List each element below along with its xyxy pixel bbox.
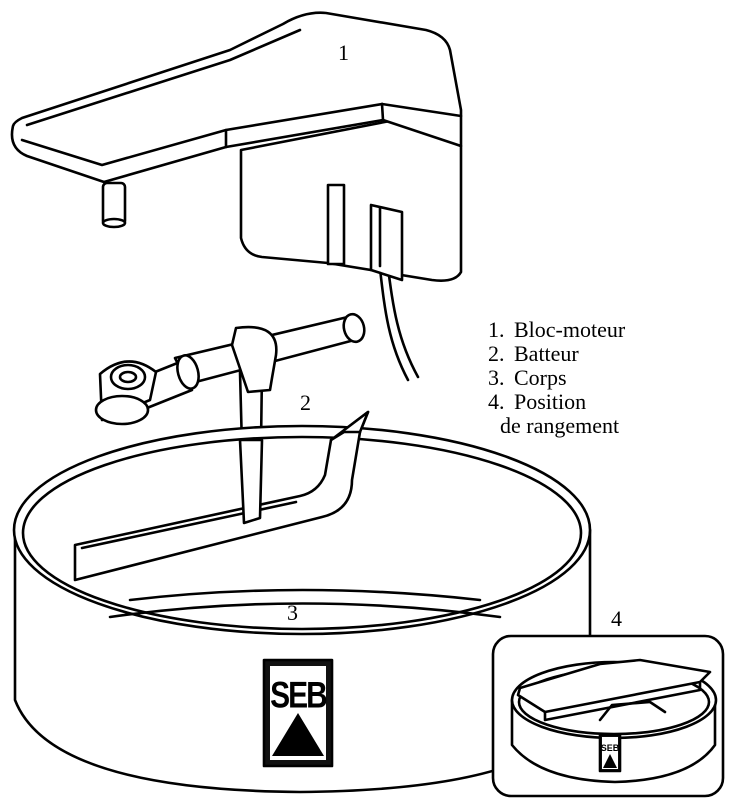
- inset-motor-arm: [516, 658, 712, 714]
- callout-2: 2: [300, 390, 311, 415]
- motor-housing: [239, 118, 463, 282]
- legend-label: Bloc-moteur: [514, 317, 626, 342]
- legend-number: 3.: [488, 365, 505, 390]
- inset-seb-logo-text: SEB: [601, 743, 620, 753]
- legend-item-3: 3. Corps: [488, 366, 625, 390]
- legend-label: Position: [514, 389, 587, 414]
- beater-collar: [230, 325, 278, 394]
- housing-slot-right: [369, 203, 404, 282]
- legend-item-4: 4. Position: [488, 390, 625, 414]
- parts-legend: 1. Bloc-moteur 2. Batteur 3. Corps 4. Po…: [488, 318, 625, 438]
- motor-block: [10, 11, 463, 382]
- storage-inset: [491, 634, 725, 798]
- bowl-rim: [12, 424, 592, 636]
- callout-4: 4: [611, 606, 622, 631]
- legend-label: Corps: [514, 365, 567, 390]
- seb-logo: [262, 658, 334, 768]
- legend-item-1: 1. Bloc-moteur: [488, 318, 625, 342]
- housing-slot-left: [326, 183, 346, 266]
- legend-item-2: 2. Batteur: [488, 342, 625, 366]
- motor-arm: [10, 11, 463, 184]
- legend-label: Batteur: [514, 341, 579, 366]
- legend-number: 4.: [488, 389, 505, 414]
- legend-number: 2.: [488, 341, 505, 366]
- beater-overlay: [73, 410, 370, 582]
- seb-logo-text: SEB: [270, 674, 326, 716]
- legend-number: 1.: [488, 317, 505, 342]
- callout-1: 1: [338, 40, 349, 65]
- callout-3: 3: [287, 600, 298, 625]
- legend-label-continuation: de rangement: [500, 413, 620, 438]
